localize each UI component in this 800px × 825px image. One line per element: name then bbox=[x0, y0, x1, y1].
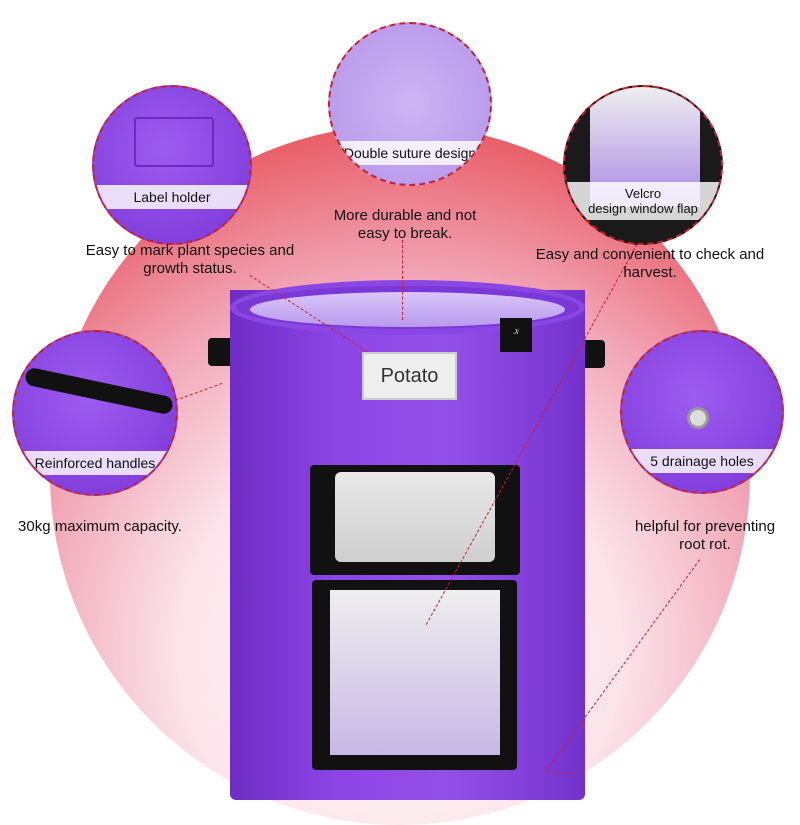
connector-suture bbox=[402, 240, 403, 320]
desc-drainage: helpful for preventing root rot. bbox=[634, 518, 776, 553]
label-pocket bbox=[134, 117, 214, 167]
caption-handles: Reinforced handles bbox=[14, 450, 176, 475]
caption-label-holder: Label holder bbox=[94, 184, 250, 209]
caption-velcro-2: design window flap bbox=[588, 200, 698, 216]
caption-velcro-1: Velcro bbox=[624, 185, 662, 201]
callout-double-suture: Double suture design bbox=[328, 22, 492, 186]
handle-strap bbox=[23, 366, 175, 416]
brand-label: Ji bbox=[500, 318, 532, 352]
drainage-hole-icon bbox=[687, 407, 709, 429]
callout-handles: Reinforced handles bbox=[12, 330, 178, 496]
caption-drainage: 5 drainage holes bbox=[622, 448, 782, 473]
callout-drainage: 5 drainage holes bbox=[620, 330, 784, 494]
desc-label-holder: Easy to mark plant species and growth st… bbox=[85, 242, 295, 277]
caption-double-suture: Double suture design bbox=[330, 140, 490, 165]
callout-label-holder: Label holder bbox=[92, 85, 252, 245]
label-holder-tag: Potato bbox=[362, 352, 457, 400]
rolled-flap bbox=[335, 472, 495, 562]
callout-velcro: Velcro design window flap bbox=[563, 85, 723, 245]
desc-handles: 30kg maximum capacity. bbox=[18, 518, 182, 535]
desc-double-suture: More durable and not easy to break. bbox=[333, 207, 477, 242]
desc-velcro: Easy and convenient to check and harvest… bbox=[535, 246, 765, 281]
connector-drainage-end bbox=[545, 772, 575, 773]
window-pane bbox=[330, 590, 500, 755]
